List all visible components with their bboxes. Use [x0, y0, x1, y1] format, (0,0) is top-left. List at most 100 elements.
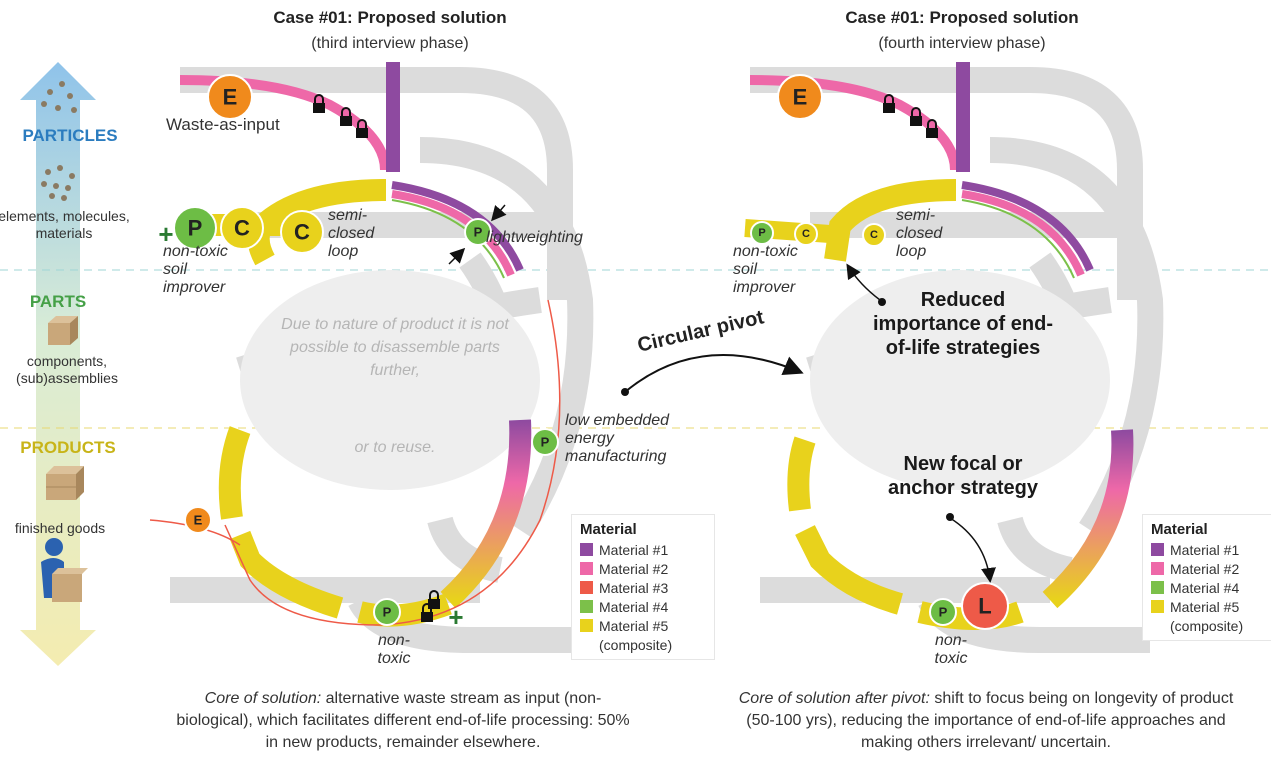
plus-icon: + — [158, 219, 173, 249]
reduced-importance-callout: Reduced importance of end-of-life strate… — [872, 289, 1053, 359]
non-toxic-label-left: non-toxic — [377, 632, 411, 667]
new-focal-callout: New focal or anchor strategy — [887, 453, 1039, 499]
legend-label: Material #2 — [599, 561, 669, 577]
right-title: Case #01: Proposed solution — [845, 8, 1079, 27]
core-text-right: shift to focus being on longevity of pro… — [746, 690, 1234, 751]
component-box-icon — [48, 316, 78, 345]
legend-item: Material #5 (composite) — [580, 617, 706, 655]
badge-p-right-soil: P — [750, 221, 774, 245]
core-lead-left: Core of solution: — [204, 690, 322, 707]
semi-closed-loop-label: semi-closed loop — [328, 207, 375, 260]
svg-text:P: P — [383, 605, 392, 620]
legend-item: Material #4 — [1151, 579, 1267, 598]
scale-desc-parts: components, (sub)assemblies — [16, 353, 118, 386]
badge-p-left-nontoxic: P — [373, 598, 401, 626]
lock-icon — [340, 107, 352, 126]
badge-c-left-1: C — [220, 206, 264, 250]
legend-label: Material #3 — [599, 580, 669, 596]
legend-item: Material #1 — [580, 541, 706, 560]
core-of-solution-right: Core of solution after pivot: shift to f… — [736, 688, 1236, 754]
legend-item: Material #1 — [1151, 541, 1267, 560]
svg-text:P: P — [474, 225, 483, 240]
legend-label: Material #5 (composite) — [599, 618, 673, 653]
svg-text:P: P — [541, 435, 550, 450]
legend-item: Material #2 — [1151, 560, 1267, 579]
lock-icon — [428, 590, 440, 609]
badge-p-left-soil: P — [173, 206, 217, 250]
lock-icon — [421, 603, 433, 622]
svg-text:C: C — [294, 220, 310, 245]
legend-item: Material #4 — [580, 598, 706, 617]
lock-icon — [926, 119, 938, 138]
legend-swatch — [1151, 562, 1164, 575]
legend-swatch — [1151, 543, 1164, 556]
ghost-core-left — [240, 270, 540, 490]
badge-p-left-energy: P — [531, 428, 559, 456]
legend-swatch — [580, 562, 593, 575]
circular-pivot-arrow — [621, 354, 804, 396]
ghost-text-reuse: or to reuse. — [354, 439, 436, 456]
core-text-left: alternative waste stream as input (non-b… — [176, 690, 630, 751]
legend-label: Material #1 — [599, 542, 669, 558]
lock-icon — [356, 119, 368, 138]
badge-e-left-top: E — [207, 74, 253, 120]
svg-text:E: E — [793, 85, 808, 110]
legend-right: Material Material #1 Material #2 Material … — [1142, 514, 1271, 641]
ghost-text-disassemble: Due to nature of product it is not possi… — [281, 316, 509, 379]
legend-label: Material #4 — [1170, 580, 1240, 596]
waste-as-input-label: Waste-as-input — [166, 115, 280, 134]
legend-label: Material #2 — [1170, 561, 1240, 577]
svg-text:E: E — [223, 85, 238, 110]
badge-c-right-2: C — [862, 223, 886, 247]
lightweighting-label: lightweighting — [486, 229, 583, 246]
non-toxic-label-right: non-toxic — [934, 632, 968, 667]
legend-label: Material #1 — [1170, 542, 1240, 558]
svg-text:E: E — [194, 513, 203, 528]
semi-closed-loop-label-right: semi-closed loop — [896, 207, 943, 260]
legend-item: Material #2 — [580, 560, 706, 579]
core-lead-right: Core of solution after pivot: — [738, 690, 930, 707]
lock-icon — [883, 94, 895, 113]
left-loop — [149, 62, 561, 627]
lock-icon — [313, 94, 325, 113]
svg-text:C: C — [802, 228, 810, 240]
badge-p-right-nontoxic: P — [929, 598, 957, 626]
svg-text:C: C — [234, 216, 250, 241]
badge-l-right: L — [961, 582, 1009, 630]
legend-label: Material #4 — [599, 599, 669, 615]
left-title: Case #01: Proposed solution — [273, 8, 507, 27]
scale-label-products: PRODUCTS — [20, 438, 116, 457]
badge-c-right-1: C — [794, 222, 818, 246]
legend-swatch — [580, 581, 593, 594]
legend-swatch — [580, 543, 593, 556]
person-carrying-box-icon — [41, 538, 88, 602]
legend-swatch — [1151, 581, 1164, 594]
badge-c-left-2: C — [280, 210, 324, 254]
svg-text:C: C — [870, 229, 878, 241]
legend-title: Material — [1151, 521, 1208, 538]
scale-label-particles: PARTICLES — [22, 126, 118, 145]
plus-icon: + — [448, 602, 463, 632]
right-subtitle: (fourth interview phase) — [878, 35, 1046, 52]
svg-text:P: P — [188, 216, 203, 241]
scale-arrow — [20, 62, 96, 666]
legend-item: Material #5 (composite) — [1151, 598, 1267, 636]
non-toxic-soil-improver-label: non-toxic soil improver — [163, 243, 228, 296]
badge-p-left-lightweighting: P — [464, 218, 492, 246]
non-toxic-soil-improver-label-right: non-toxic soil improver — [733, 243, 798, 296]
badge-e-right-top: E — [777, 74, 823, 120]
legend-swatch — [580, 600, 593, 613]
svg-text:L: L — [978, 594, 991, 619]
ghost-core-right — [810, 270, 1110, 490]
lock-icon — [910, 107, 922, 126]
low-embedded-energy-label: low embedded energy manufacturing — [565, 412, 670, 465]
legend-swatch — [580, 619, 593, 632]
scale-desc-products: finished goods — [14, 520, 106, 536]
badge-e-left-bottom: E — [184, 506, 212, 534]
scale-desc-particles: elements, molecules, materials — [0, 208, 130, 241]
product-boxes-icon — [46, 466, 84, 500]
svg-text:P: P — [758, 227, 765, 239]
